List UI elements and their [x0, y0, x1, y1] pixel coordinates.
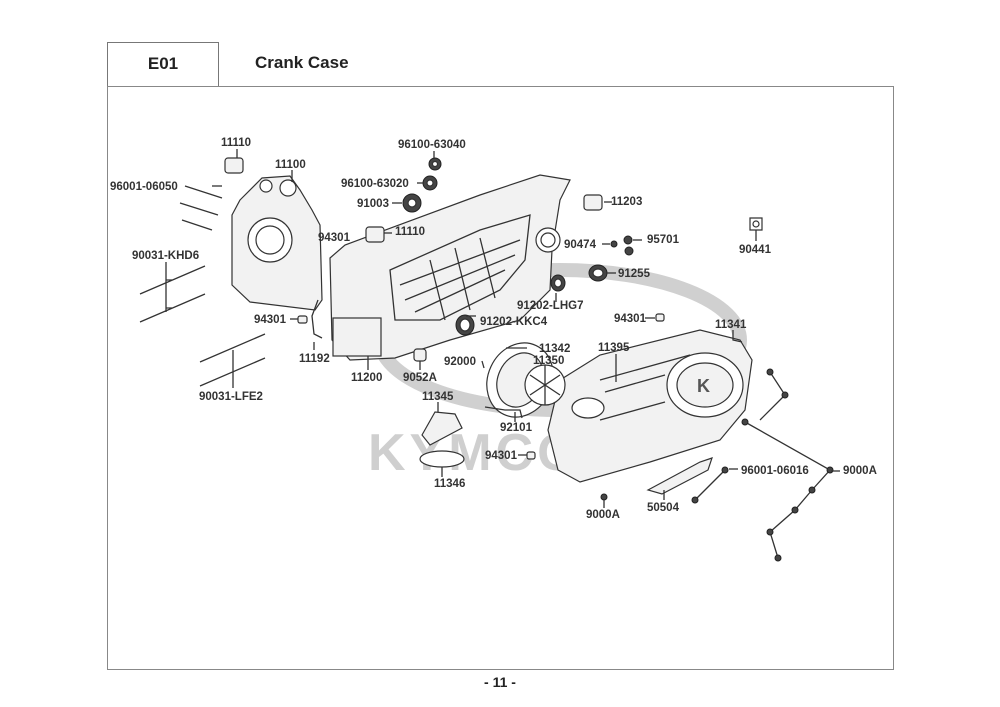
- part-label: 11110: [221, 137, 251, 149]
- right-crankcase-body: [329, 174, 571, 361]
- part-label: 92000: [444, 356, 476, 368]
- page-number: - 11 -: [484, 674, 516, 690]
- watermark-text: KYMCO: [368, 424, 582, 482]
- part-label: 11110: [395, 226, 425, 238]
- part-label: 91255: [618, 268, 651, 280]
- part-label: 96001-06050: [110, 181, 178, 193]
- part-label: 96001-06016: [741, 465, 809, 477]
- part-label: 11342: [539, 343, 570, 355]
- part-label: 11100: [275, 159, 306, 171]
- drive-cover: K: [547, 329, 753, 483]
- part-label: 94301: [318, 232, 351, 244]
- part-label: 11341: [715, 319, 747, 331]
- part-label: 91202-KKC4: [480, 316, 548, 328]
- part-label: 11350: [533, 355, 564, 367]
- part-label: 90031-KHD6: [132, 250, 199, 262]
- part-label: 94301: [485, 450, 518, 462]
- leader-lines: [165, 149, 840, 508]
- diagram-frame: [107, 86, 894, 670]
- part-label: 9052A: [403, 372, 437, 384]
- part-label: 91202-LHG7: [517, 300, 583, 312]
- part-label: 11345: [422, 391, 454, 403]
- part-label: 90031-LFE2: [199, 391, 263, 403]
- part-label: 11200: [351, 372, 382, 384]
- part-label: 95701: [647, 234, 680, 246]
- part-label: 11192: [299, 353, 330, 365]
- part-label: 11346: [434, 478, 465, 490]
- part-label: 91003: [357, 198, 389, 210]
- part-labels: 11110 11100 96001-06050 90031-KHD6 94301…: [110, 137, 877, 521]
- part-label: 50504: [647, 502, 680, 514]
- part-label: 90441: [739, 244, 772, 256]
- section-code: E01: [147, 54, 179, 73]
- section-code-box: [107, 42, 219, 86]
- cover-logo-glyph: K: [697, 376, 710, 396]
- part-label: 90474: [564, 239, 597, 251]
- part-label: 11203: [611, 196, 642, 208]
- part-label: 11395: [598, 342, 630, 354]
- part-label: 96100-63040: [398, 139, 466, 151]
- small-parts: [139, 157, 834, 562]
- part-label: 96100-63020: [341, 178, 409, 190]
- part-label: 92101: [500, 422, 533, 434]
- part-label: 94301: [254, 314, 287, 326]
- part-label: 9000A: [843, 465, 877, 477]
- part-label: 9000A: [586, 509, 620, 521]
- left-crankcase-half: [231, 175, 323, 311]
- part-label: 94301: [614, 313, 647, 325]
- section-title: Crank Case: [255, 53, 349, 72]
